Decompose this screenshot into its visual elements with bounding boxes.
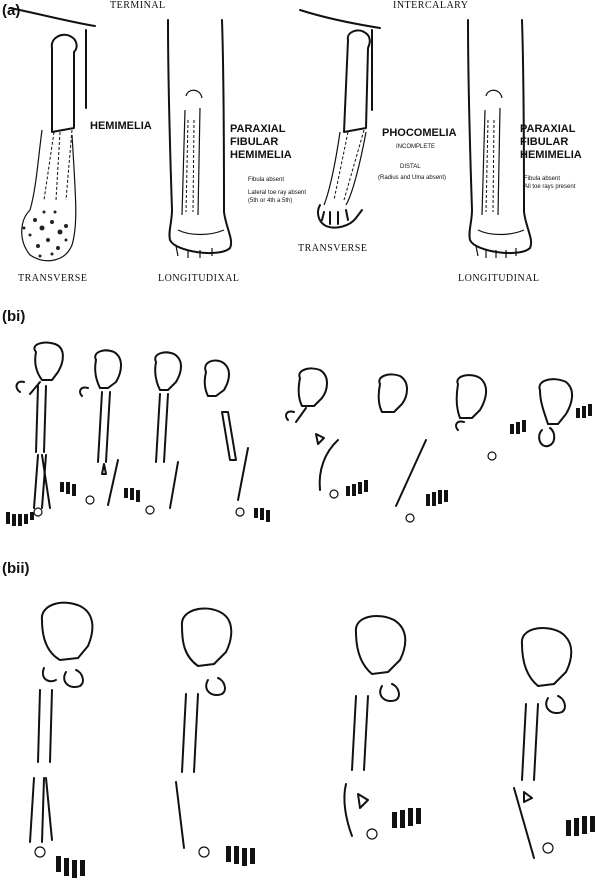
transverse-label-2: TRANSVERSE — [298, 243, 368, 254]
leg-figure-longitudinal-2 — [467, 19, 533, 258]
skeleton-bi-4 — [203, 359, 270, 522]
longitudinal-label-2: LONGITUDINAL — [458, 273, 540, 284]
skeleton-series-bi — [6, 341, 592, 526]
skeleton-bii-2 — [175, 607, 255, 866]
panel-a-label: (a) — [2, 2, 21, 19]
transverse-label-1: TRANSVERSE — [18, 273, 88, 284]
skeleton-bii-1 — [29, 601, 94, 878]
note-1: Fibula absent Lateral toe ray absent (5t… — [248, 177, 307, 204]
panel-bi-label: (bi) — [2, 308, 26, 325]
skeleton-bii-4 — [513, 627, 595, 859]
skeleton-bi-2 — [60, 349, 122, 506]
skeleton-bii-3 — [343, 615, 421, 840]
longitudinal-label-1: LONGITUDIXAL — [158, 273, 240, 284]
paraxial-label-2: PARAXIAL FIBULAR HEMIMELIA — [520, 123, 582, 161]
leg-figure-longitudinal-1 — [167, 19, 233, 258]
skeleton-bi-3 — [124, 351, 182, 515]
skeleton-bi-6 — [377, 373, 448, 523]
skeleton-bi-1 — [6, 341, 64, 526]
distal-label: DISTAL — [400, 164, 421, 170]
paraxial-label-1: PARAXIAL FIBULAR HEMIMELIA — [230, 123, 292, 161]
phocomelia-label: PHOCOMELIA — [382, 127, 457, 139]
distal-note: (Radius and Ulna absent) — [378, 175, 447, 181]
panel-bii-label: (bii) — [2, 560, 30, 577]
skeleton-series-bii — [29, 601, 595, 878]
note-2: Fibula absent All toe rays present — [524, 176, 576, 190]
skeleton-bi-7 — [455, 374, 526, 461]
skeleton-bi-8 — [538, 378, 592, 448]
skeleton-bi-5 — [285, 367, 368, 499]
arm-figure-intercalary-phocomelia — [299, 9, 381, 229]
hemimelia-label: HEMIMELIA — [90, 120, 152, 132]
intercalary-heading: INTERCALARY — [393, 0, 469, 11]
arm-figure-terminal-transverse — [9, 7, 96, 262]
incomplete-label: INCOMPLETE — [396, 144, 436, 150]
terminal-heading: TERMINAL — [110, 0, 166, 11]
